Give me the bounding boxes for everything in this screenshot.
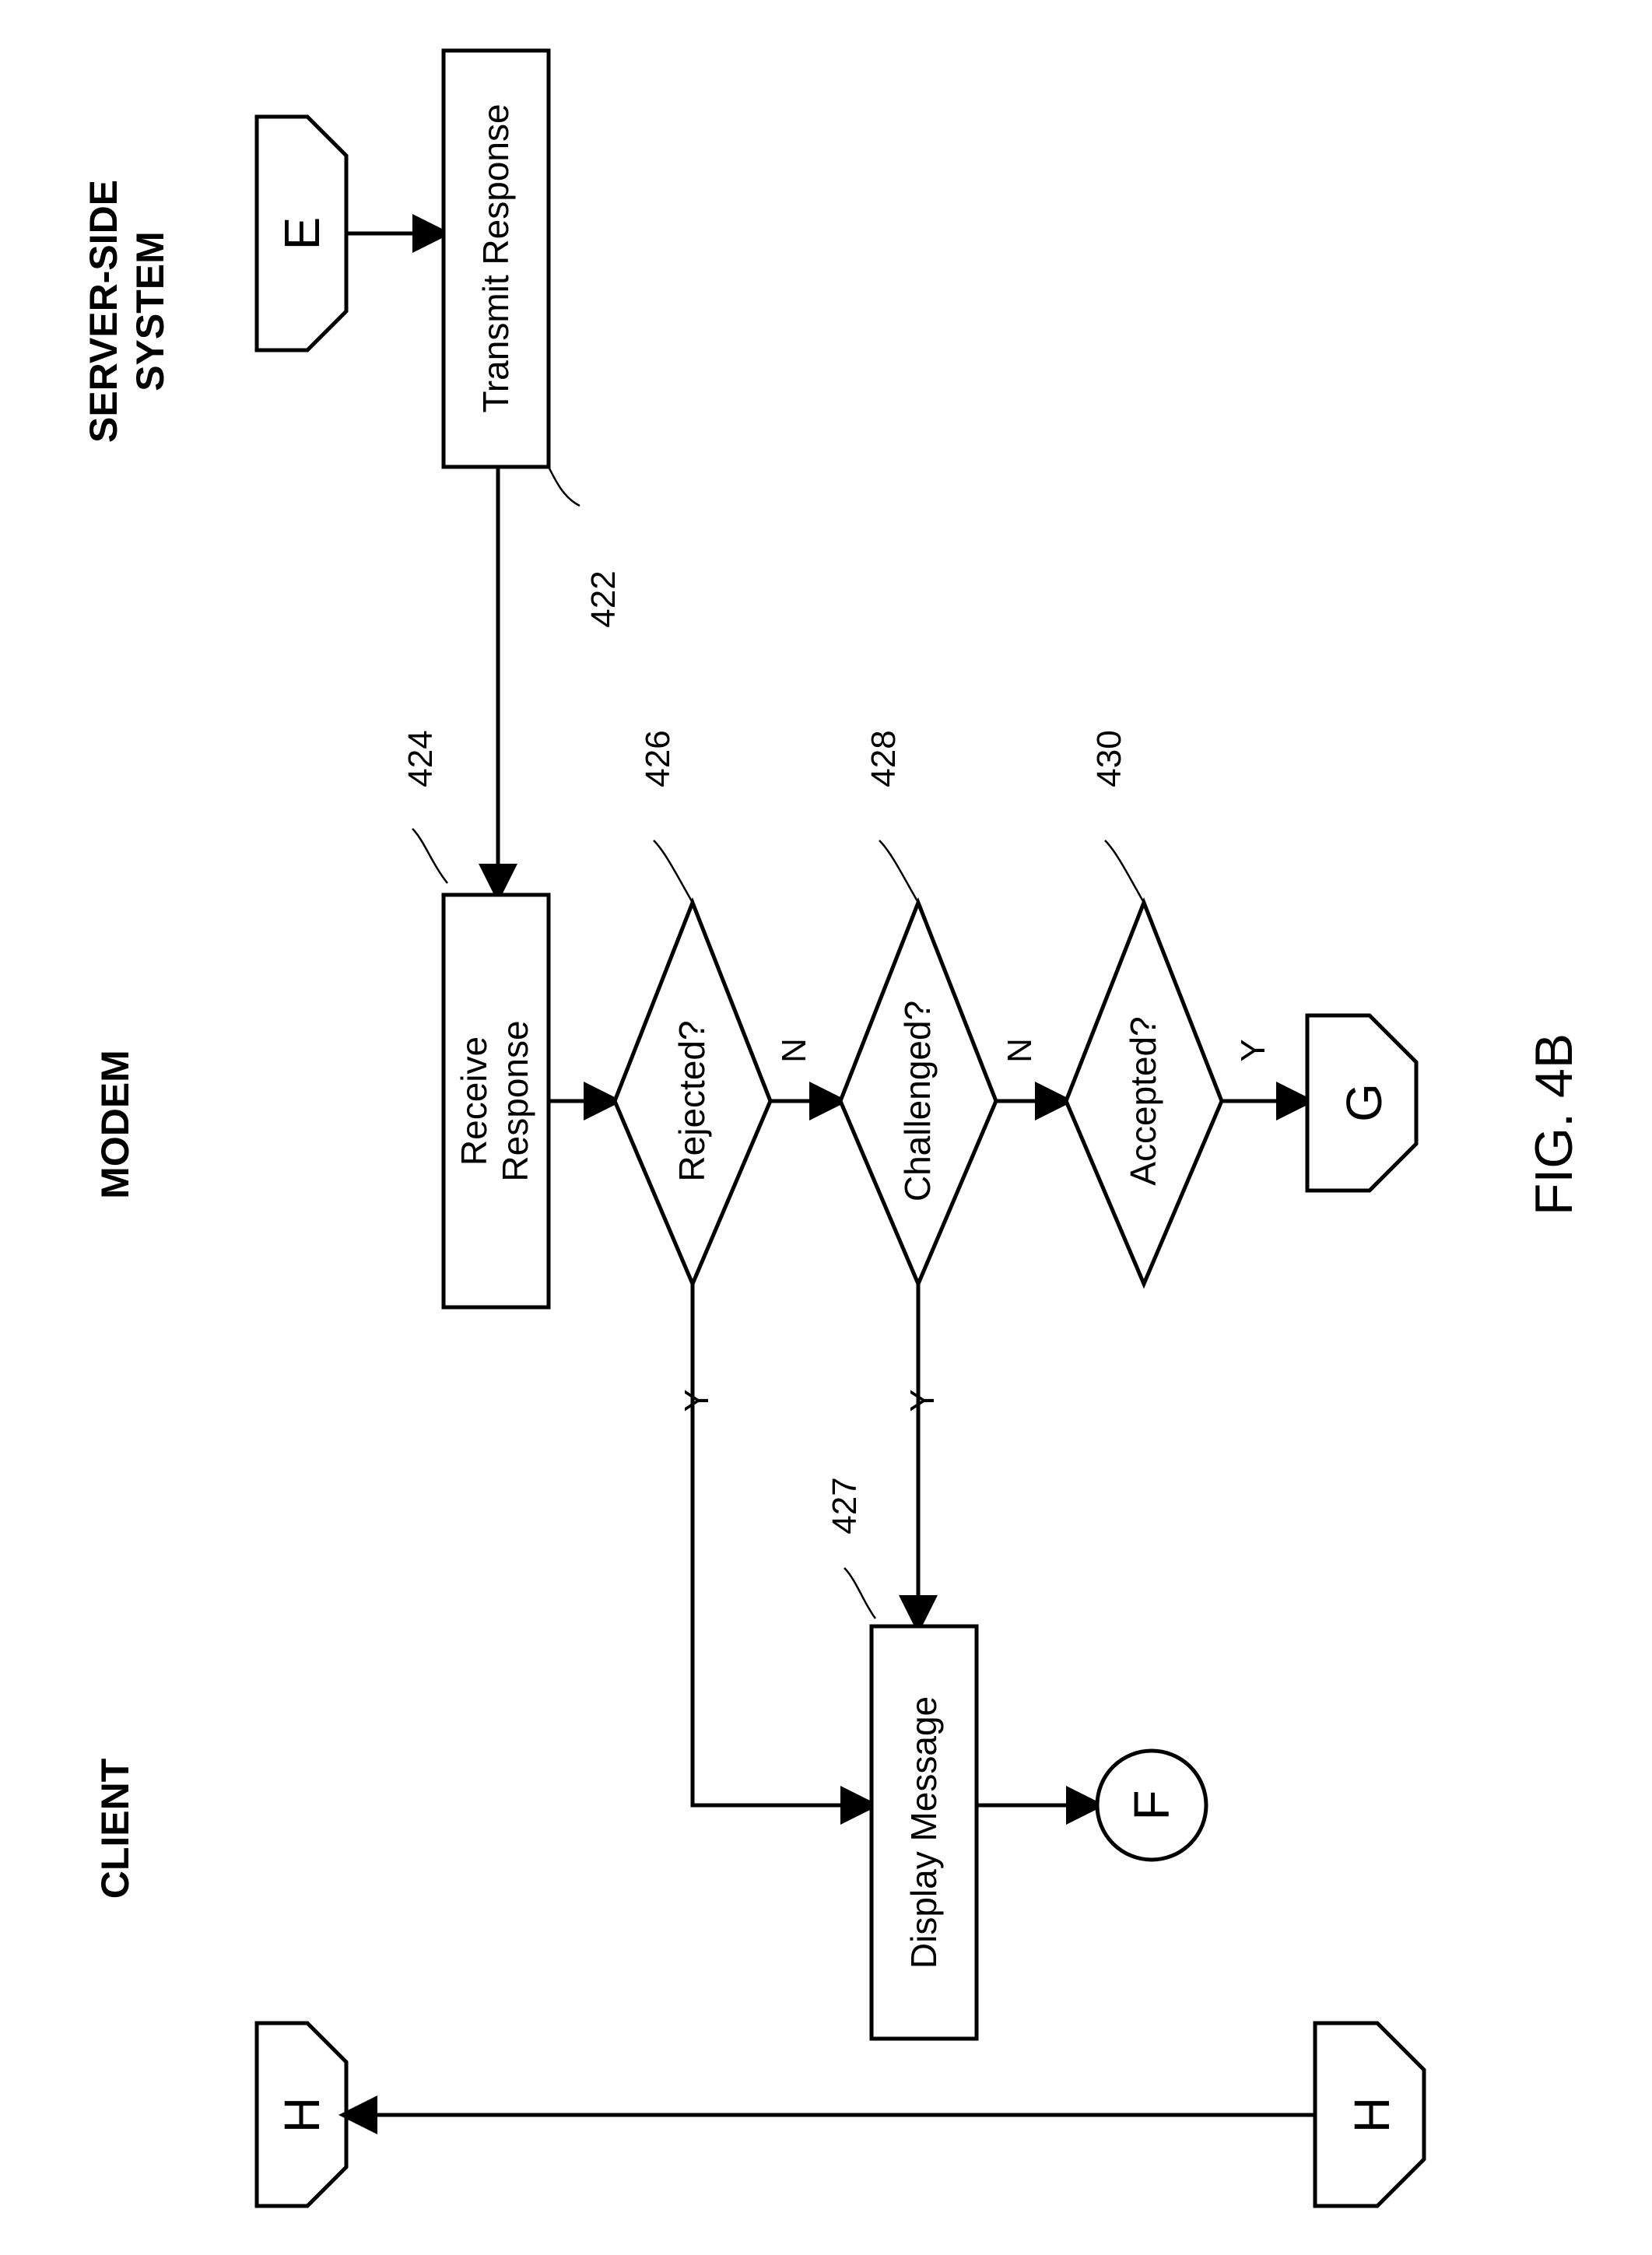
receive-response-label-line1: Receive <box>454 1036 494 1166</box>
ref-leader-428 <box>879 840 918 903</box>
ref-leader-427 <box>844 1568 875 1618</box>
ref-428: 428 <box>865 730 903 787</box>
connector-h-top-label: H <box>274 2097 330 2133</box>
lane-header-server-line1: SERVER-SIDE <box>82 180 125 443</box>
rejected-no-label: N <box>775 1038 813 1063</box>
ref-422: 422 <box>584 570 623 627</box>
lane-header-modem: MODEM <box>93 1050 137 1199</box>
arrow-rejected-yes <box>693 1284 872 1805</box>
ref-424: 424 <box>402 730 440 787</box>
accepted-yes-label: Y <box>1234 1039 1272 1061</box>
lane-header-server-line2: SYSTEM <box>128 231 172 391</box>
display-message-label: Display Message <box>903 1696 944 1969</box>
ref-leader-424 <box>412 829 447 883</box>
transmit-response-label: Transmit Response <box>475 103 516 412</box>
connector-e-label: E <box>274 217 330 251</box>
ref-427: 427 <box>826 1477 864 1534</box>
challenged-yes-label: Y <box>903 1389 942 1412</box>
rejected-label: Rejected? <box>672 1020 712 1181</box>
lane-header-client: CLIENT <box>93 1759 137 1899</box>
connector-g-label: G <box>1336 1083 1392 1122</box>
receive-response-label-line2: Response <box>495 1020 535 1181</box>
rejected-yes-label: Y <box>678 1389 716 1412</box>
accepted-label: Accepted? <box>1123 1016 1163 1185</box>
challenged-no-label: N <box>1001 1038 1039 1063</box>
ref-leader-422 <box>549 467 580 506</box>
ref-430: 430 <box>1090 730 1128 787</box>
connector-h-bottom-label: H <box>1344 2097 1400 2133</box>
figure-label: FIG. 4B <box>1524 1033 1584 1215</box>
challenged-label: Challenged? <box>897 1001 938 1201</box>
ref-leader-426 <box>654 840 693 903</box>
connector-f-label: F <box>1124 1790 1180 1820</box>
ref-426: 426 <box>639 730 677 787</box>
ref-leader-430 <box>1105 840 1144 903</box>
